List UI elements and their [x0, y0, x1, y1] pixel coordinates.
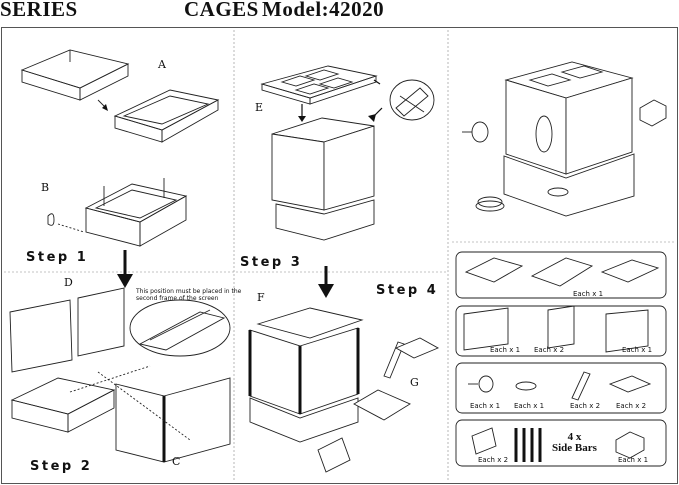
step1-arrow: [117, 250, 133, 288]
side-bars-count: 4 x: [567, 431, 582, 443]
finished-cage-drawing: [503, 61, 635, 217]
step3-arrows: [298, 79, 383, 122]
clip-guide: [57, 223, 85, 233]
wheel-part-drawing: [462, 121, 489, 143]
part-label-d: D: [64, 276, 73, 289]
base-frame-drawing: [20, 49, 130, 101]
header-model: Model:42020: [262, 0, 385, 21]
part-label-g: G: [410, 376, 419, 389]
parts-box-4: [455, 419, 667, 467]
parts-row2-qty-1: Each x 1: [490, 346, 521, 354]
assembled-cage-drawing: [248, 307, 364, 443]
parts-row1-qty: Each x 1: [573, 290, 604, 298]
part-label-a: A: [158, 58, 166, 71]
assembled-base-drawing: [84, 178, 188, 247]
parts-row4-qty-1: Each x 2: [478, 456, 509, 464]
front-panel-drawing: [115, 377, 231, 463]
part-label-b: B: [41, 181, 50, 194]
step-1-label: Step 1: [26, 250, 89, 265]
cage-body-drawing: [271, 117, 375, 241]
part-label-e: E: [255, 101, 264, 114]
parts-row4-qty-2: Each x 1: [618, 456, 649, 464]
header-series: SERIES: [0, 0, 78, 21]
detail-magnifier-1: [129, 299, 231, 357]
step-3-label: Step 3: [240, 255, 303, 270]
placement-note: This position must be placed in the seco…: [136, 288, 242, 302]
parts-box-3: [455, 362, 667, 414]
parts-row2-qty-2: Each x 2: [534, 346, 565, 354]
parts-row3-qty-2: Each x 1: [514, 402, 545, 410]
parts-row3-qty-3: Each x 2: [570, 402, 601, 410]
step-2-label: Step 2: [30, 459, 93, 474]
detail-magnifier-2: [389, 79, 435, 121]
clip-part-drawing: [47, 213, 55, 226]
step-4-label: Step 4: [376, 283, 439, 298]
food-dish-part-drawing: [475, 187, 569, 212]
parts-row3-qty-1: Each x 1: [470, 402, 501, 410]
page-frame: [1, 27, 678, 484]
header-cages: CAGES: [184, 0, 259, 21]
nest-box-part-drawing: [317, 437, 351, 473]
step2-base-drawing: [10, 377, 116, 433]
side-bars-name: Side Bars: [552, 442, 597, 454]
parts-row2-qty-3: Each x 1: [622, 346, 653, 354]
lid-drawing: [260, 65, 378, 105]
side-bars-label: 4 x Side Bars: [552, 432, 597, 454]
parts-list: [455, 251, 667, 467]
parts-row3-qty-4: Each x 2: [616, 402, 647, 410]
left-panel-drawing: [9, 299, 73, 373]
arrowhead-a: [102, 104, 108, 111]
hideout-part-drawing: [639, 99, 667, 127]
parts-box-2: [455, 305, 667, 357]
step3-down-arrow: [318, 266, 334, 298]
part-label-f: F: [257, 291, 265, 304]
ramp-and-platform-drawing: [353, 337, 440, 421]
part-label-c: C: [172, 455, 181, 468]
parts-box-1: [455, 251, 667, 299]
center-panel-drawing: [77, 287, 125, 357]
tray-drawing: [113, 89, 220, 143]
